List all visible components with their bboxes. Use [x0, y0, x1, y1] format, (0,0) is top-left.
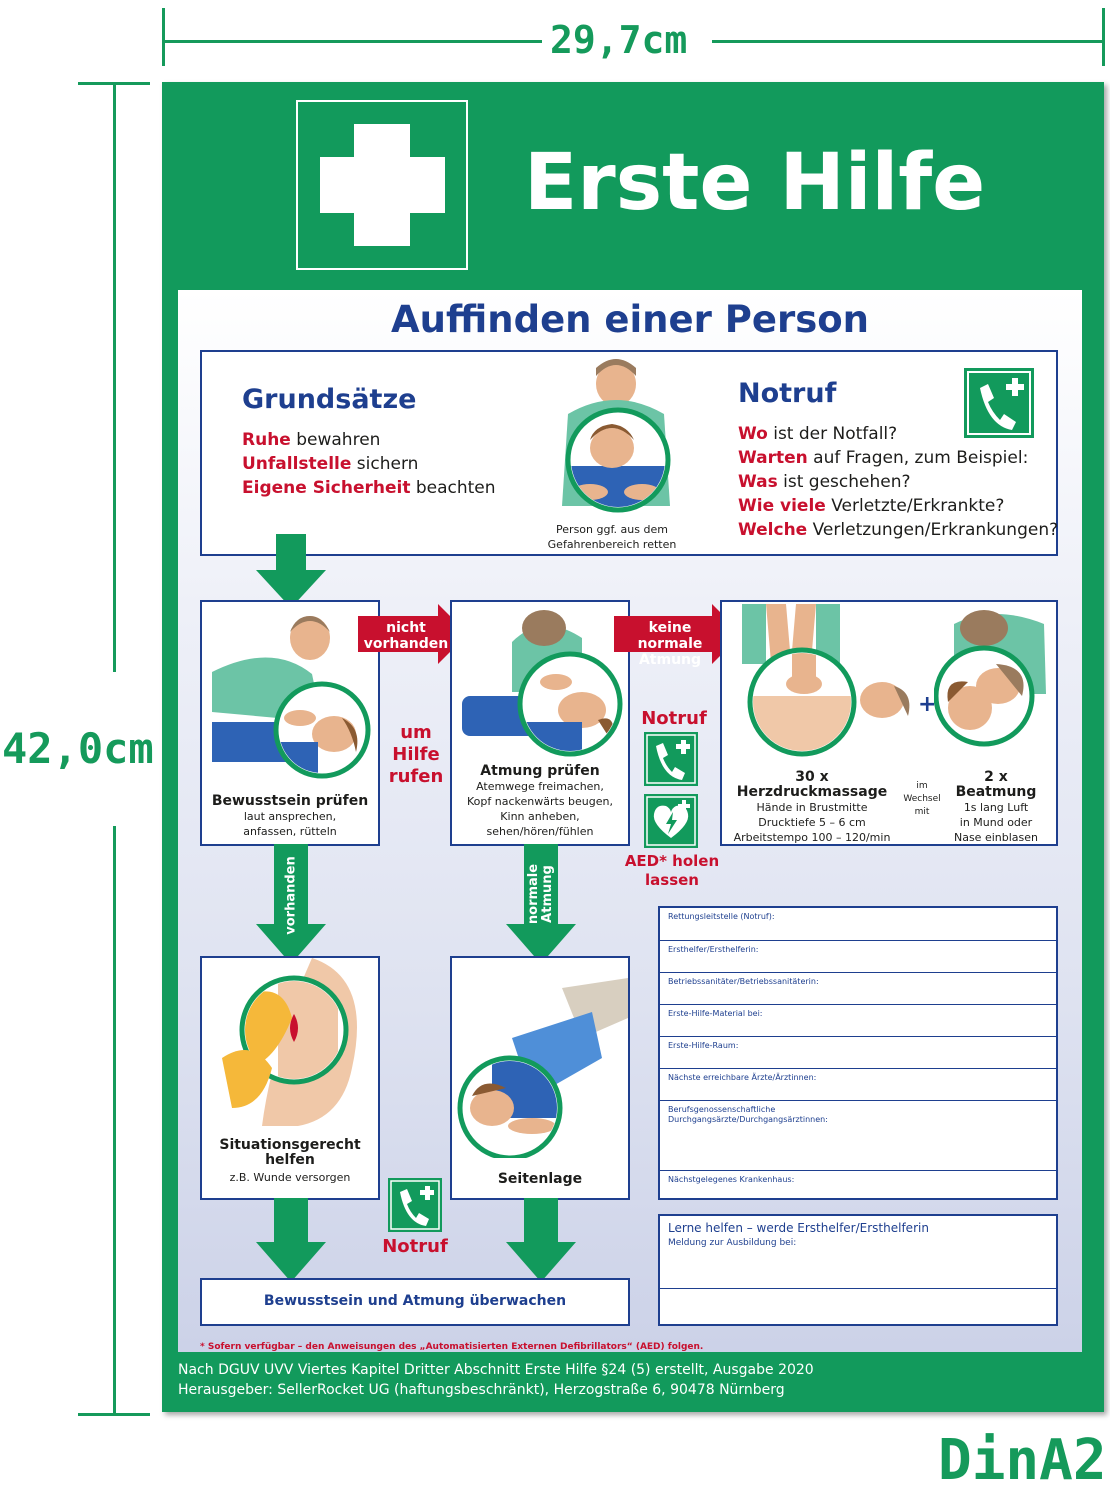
form-field[interactable]: Erste-Hilfe-Material bei: [660, 1004, 1056, 1036]
footer-line-publisher: Herausgeber: SellerRocket UG (haftungsbe… [178, 1382, 785, 1398]
grundsatz-line: Ruhe bewahren [242, 430, 381, 450]
monitor-box: Bewusstsein und Atmung überwachen [200, 1278, 630, 1326]
step-recovery-position-caption: Seitenlage [497, 1171, 583, 1187]
form-field[interactable]: Nächste erreichbare Ärzte/Ärztinnen: [660, 1068, 1056, 1100]
width-dimension-line-right-tick [1102, 8, 1105, 66]
height-dimension-label: 42,0cm [2, 724, 154, 773]
emergency-phone-icon [644, 732, 698, 786]
step-recovery-position: Seitenlage [450, 956, 630, 1200]
training-box: Lerne helfen – werde Ersthelfer/Ersthelf… [658, 1214, 1058, 1326]
emergency-phone-icon [964, 368, 1034, 438]
form-field[interactable]: Erste-Hilfe-Raum: [660, 1036, 1056, 1068]
training-input-field[interactable] [660, 1288, 1056, 1326]
chest-compression-illustration [742, 604, 910, 757]
grundsaetze-heading: Grundsätze [242, 384, 417, 415]
monitor-label: Bewusstsein und Atmung überwachen [263, 1293, 567, 1309]
poster-title: Erste Hilfe [524, 138, 986, 228]
width-dimension-line-left-tick [162, 8, 165, 66]
rescue-illustration [562, 359, 671, 513]
grundsatz-line: Unfallstelle sichern [242, 454, 419, 474]
contact-form: Rettungsleitstelle (Notruf): Ersthelfer/… [658, 906, 1058, 1200]
cpr-breathing-caption: 2 x Beatmung 1s lang Luft in Mund oder N… [953, 769, 1038, 845]
form-field[interactable]: Betriebssanitäter/Betriebssanitäterin: [660, 972, 1056, 1004]
step-help-appropriately: Situationsgerecht helfen z.B. Wunde vers… [200, 956, 380, 1200]
arrow-down-icon [256, 844, 326, 964]
form-field[interactable]: Ersthelfer/Ersthelferin: [660, 940, 1056, 972]
emergency-phone-icon [388, 1178, 442, 1232]
notruf-line: Was ist geschehen? [738, 472, 911, 492]
training-subtitle: Meldung zur Ausbildung bei: [668, 1238, 797, 1248]
arrow-label-present: vorhanden [283, 856, 299, 935]
grundsatz-line: Eigene Sicherheit beachten [242, 478, 496, 498]
check-consciousness-illustration [212, 616, 371, 779]
wound-care-illustration [222, 958, 357, 1126]
notruf-line: Warten auf Fragen, zum Beispiel: [738, 448, 1029, 468]
aed-heart-icon [644, 794, 698, 848]
form-field[interactable]: Nächstgelegenes Krankenhaus: [660, 1170, 1056, 1200]
plus-sign: + [918, 692, 937, 717]
step-check-breathing: Atmung prüfen Atemwege freimachen, Kopf … [450, 600, 630, 846]
notruf-line: Wie viele Verletzte/Erkrankte? [738, 496, 1005, 516]
principles-box: Grundsätze Ruhe bewahren Unfallstelle si… [200, 350, 1058, 556]
arrow-down-icon [506, 844, 576, 964]
cpr-compression-caption: 30 x Herzdruckmassage Hände in Brustmitt… [733, 769, 891, 845]
height-dimension-line-top [113, 82, 116, 672]
arrow-down-icon [506, 1198, 576, 1282]
form-field[interactable]: Rettungsleitstelle (Notruf): [668, 912, 775, 921]
rescue-breathing-illustration [934, 610, 1046, 747]
main-heading: Auffinden einer Person [391, 298, 869, 341]
height-dimension-line-bottom [113, 826, 116, 1416]
step-check-consciousness-caption: Bewusstsein prüfen laut ansprechen, anfa… [211, 793, 369, 839]
notruf-bottom-label: Notruf [382, 1236, 448, 1257]
step-help-appropriately-caption: Situationsgerecht helfen z.B. Wunde vers… [219, 1137, 361, 1185]
notruf-heading: Notruf [738, 378, 837, 409]
footer-line-regulation: Nach DGUV UVV Viertes Kapitel Dritter Ab… [178, 1362, 814, 1378]
arrow-right-red-icon [614, 604, 742, 664]
step-check-consciousness: Bewusstsein prüfen laut ansprechen, anfa… [200, 600, 380, 846]
aed-footnote: * Sofern verfügbar – den Anweisungen des… [200, 1342, 704, 1352]
width-dimension-line-left [162, 40, 542, 43]
first-aid-poster: Erste Hilfe Auffinden einer Person Grund… [162, 82, 1104, 1412]
notruf-small-label: Notruf [641, 708, 707, 729]
notruf-line: Welche Verletzungen/Erkrankungen? [738, 520, 1059, 540]
step-cpr: + 30 x Herzdruckmassage Hände in Brustmi… [720, 600, 1058, 846]
notruf-line: Wo ist der Notfall? [738, 424, 898, 444]
recovery-position-illustration [457, 978, 628, 1158]
check-breathing-illustration [462, 610, 623, 757]
arrow-right-red-icon [358, 604, 468, 664]
format-label: DinA2 [938, 1428, 1107, 1493]
first-aid-cross-icon [296, 100, 468, 270]
width-dimension-line-right [712, 40, 1104, 43]
width-dimension-label: 29,7cm [550, 18, 688, 62]
instruction-panel: Auffinden einer Person Grundsätze Ruhe b… [178, 290, 1082, 1352]
training-title: Lerne helfen – werde Ersthelfer/Ersthelf… [668, 1221, 929, 1235]
step-check-breathing-caption: Atmung prüfen Atemwege freimachen, Kopf … [467, 763, 613, 839]
arrow-down-icon [256, 534, 326, 608]
arrow-down-icon [256, 1198, 326, 1282]
